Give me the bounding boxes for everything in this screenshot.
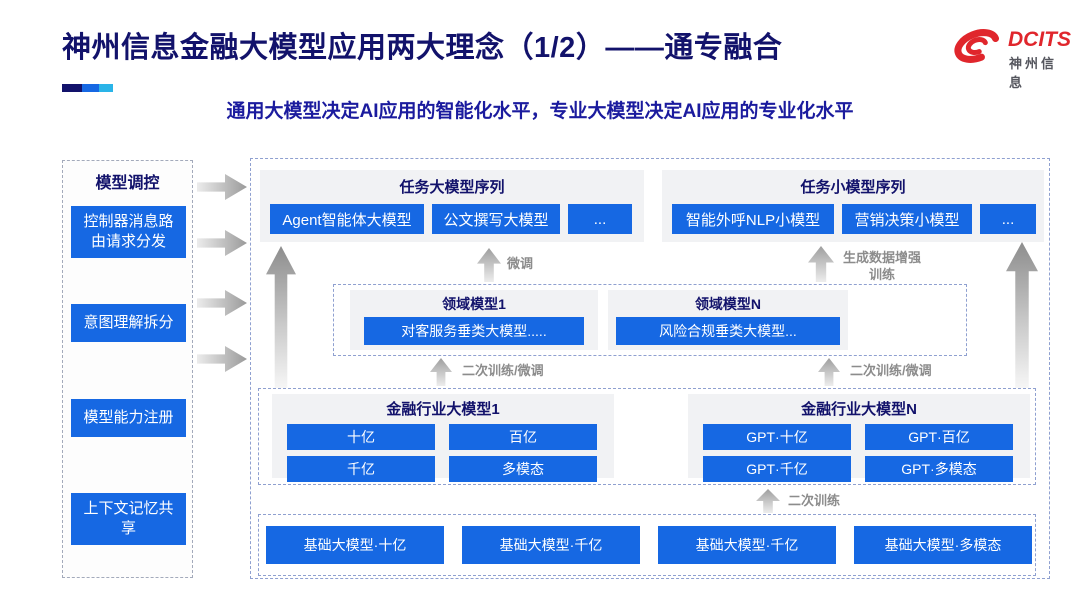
arrow-label-retrain-finetune-right: 二次训练/微调 (850, 363, 932, 378)
logo-swirl-icon (954, 29, 1000, 63)
logo-brand-text: DCITS (1008, 28, 1071, 51)
brand-bar-segment-cyan (99, 84, 113, 92)
group-title: 领域模型N (694, 296, 762, 312)
group-title: 领域模型1 (442, 296, 506, 312)
flow-arrow-right-icon (197, 174, 247, 200)
flow-arrow-right-icon (197, 230, 247, 256)
flow-arrow-right-icon (197, 346, 247, 372)
industry-models-box (258, 388, 1036, 485)
model-chip-gpt-multimodal: GPT·多模态 (865, 456, 1013, 482)
model-chip-outbound-nlp: 智能外呼NLP小模型 (672, 204, 834, 234)
subtitle: 通用大模型决定AI应用的智能化水平，专业大模型决定AI应用的专业化水平 (226, 101, 854, 122)
sidebar-title: 模型调控 (95, 175, 160, 192)
model-chip-gpt-10b: GPT·百亿 (865, 424, 1013, 450)
group-title: 金融行业大模型N (801, 401, 917, 418)
group-title: 任务大模型序列 (399, 179, 505, 196)
model-chip-base-100b: 基础大模型·千亿 (658, 526, 836, 564)
base-models-box (258, 514, 1036, 576)
model-chip-ellipsis: ... (980, 204, 1036, 234)
dcits-logo: DCITS 神州信息 (948, 20, 1071, 90)
sidebar-item-register: 模型能力注册 (71, 399, 186, 437)
model-chip-base-100b: 基础大模型·千亿 (462, 526, 640, 564)
flow-arrow-right-icon (197, 290, 247, 316)
sidebar-item-router: 控制器消息路由请求分发 (71, 206, 186, 258)
model-chip-gpt-1b: GPT·十亿 (703, 424, 851, 450)
logo-company-text: 神州信息 (1009, 56, 1058, 90)
model-chip-customer-service: 对客服务垂类大模型..... (364, 317, 584, 345)
sidebar-item-context: 上下文记忆共享 (71, 493, 186, 545)
domain-models-box (333, 284, 967, 356)
model-chip-gpt-100b: GPT·千亿 (703, 456, 851, 482)
group-title: 金融行业大模型1 (386, 401, 500, 418)
group-title: 任务小模型序列 (800, 179, 906, 196)
model-chip-100b: 千亿 (287, 456, 435, 482)
arrow-label-retrain-finetune-left: 二次训练/微调 (462, 363, 544, 378)
model-chip-1b: 十亿 (287, 424, 435, 450)
model-chip-multimodal: 多模态 (449, 456, 597, 482)
sidebar-model-control: 模型调控 控制器消息路由请求分发 意图理解拆分 模型能力注册 上下文记忆共享 (62, 160, 193, 578)
model-chip-agent: Agent智能体大模型 (270, 204, 424, 234)
page-title: 神州信息金融大模型应用两大理念（1/2）——通专融合 (62, 32, 783, 64)
arrow-label-gen-data: 生成数据增强训练 (842, 250, 921, 282)
model-chip-base-multimodal: 基础大模型·多模态 (854, 526, 1032, 564)
brand-bar-segment-navy (62, 84, 82, 92)
sidebar-item-intent: 意图理解拆分 (71, 304, 186, 342)
model-chip-10b: 百亿 (449, 424, 597, 450)
arrow-label-retrain: 二次训练 (788, 493, 841, 508)
model-chip-ellipsis: ... (568, 204, 632, 234)
diagram-container (250, 158, 1050, 579)
model-chip-base-1b: 基础大模型·十亿 (266, 526, 444, 564)
arrow-label-finetune: 微调 (507, 256, 534, 271)
model-chip-marketing: 营销决策小模型 (842, 204, 972, 234)
model-chip-doc-writing: 公文撰写大模型 (432, 204, 560, 234)
model-chip-risk-compliance: 风险合规垂类大模型... (616, 317, 840, 345)
brand-bar-segment-blue (82, 84, 99, 92)
